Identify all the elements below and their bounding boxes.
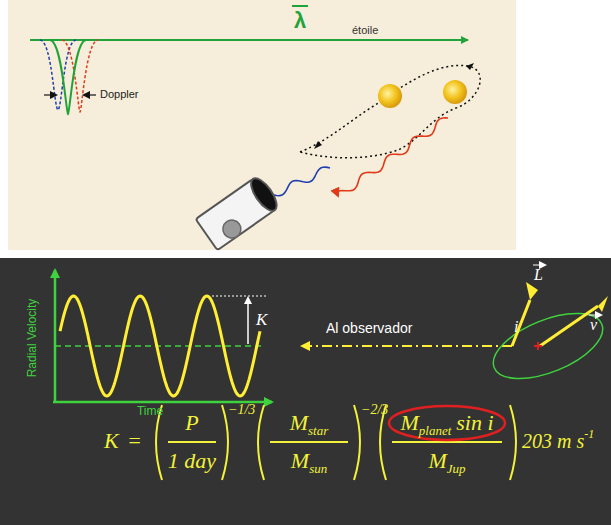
formula-symbol: M <box>291 448 309 473</box>
subscript: sun <box>309 462 327 477</box>
formula-symbol: planet <box>419 424 452 439</box>
formula-symbol: = <box>127 428 142 453</box>
velocity-head <box>598 296 608 312</box>
zero-line <box>55 345 262 347</box>
star <box>378 84 402 108</box>
vector-mark <box>589 315 601 316</box>
formula-term: MJup <box>428 448 465 473</box>
y-axis <box>54 270 57 402</box>
star <box>443 80 467 104</box>
formula-symbol: sin i <box>456 410 493 435</box>
amplitude-arrow <box>247 298 249 344</box>
superscript: -1 <box>584 428 594 442</box>
amplitude-label: K <box>256 310 267 330</box>
formula-symbol: M <box>400 410 418 435</box>
effect-label: Doppler <box>100 88 139 101</box>
highlight-ellipse: Mplanet sin i <box>387 404 507 442</box>
exponent: −2/3 <box>361 402 388 418</box>
velocity-curve <box>60 296 260 396</box>
formula-symbol: M <box>428 448 446 473</box>
star-mark <box>534 342 542 350</box>
line-of-sight <box>302 345 512 347</box>
doppler-arrow <box>84 94 96 95</box>
axis-title: Radial Velocity <box>26 299 40 378</box>
vector-label: v <box>590 316 597 334</box>
vector-label: L <box>534 266 543 284</box>
formula-term: Msun <box>291 448 327 473</box>
bottom-panel <box>0 258 611 525</box>
subscript: star <box>308 424 328 439</box>
formula-term: 203 m s-1 <box>522 430 594 453</box>
axis-symbol: λ <box>294 8 306 33</box>
amplitude-guide <box>212 296 266 297</box>
line-label: étoile <box>352 24 378 37</box>
formula-symbol: M <box>290 410 308 435</box>
subscript: Jup <box>447 462 466 477</box>
formula-term: 1 day <box>168 448 216 473</box>
axis-title: Time <box>137 405 163 419</box>
angular-momentum <box>512 300 530 346</box>
angle-label: i <box>514 318 518 336</box>
angular-momentum-head <box>526 282 538 300</box>
formula-strokes <box>156 405 516 480</box>
redshift-line <box>62 40 98 112</box>
direction-label: Al observador <box>326 320 412 336</box>
formula-term: Mstar <box>290 410 329 435</box>
vector-mark <box>533 265 545 266</box>
velocity-vector <box>540 306 598 346</box>
doppler-arrow <box>44 94 56 95</box>
formula-symbol: K <box>104 428 119 453</box>
telescope <box>196 174 282 250</box>
orbit-arrow <box>466 63 474 70</box>
exponent: −1/3 <box>228 402 255 418</box>
formula-term: P <box>185 410 198 435</box>
formula-symbol: 1 day <box>168 448 216 473</box>
formula-symbol: P <box>185 410 198 435</box>
hat-mark <box>292 5 308 7</box>
orbit-ellipse <box>484 300 611 392</box>
spectrum-line <box>30 39 468 41</box>
photon-wave <box>336 118 448 196</box>
orbit-arrow <box>314 141 322 149</box>
formula-unit: 203 m s <box>522 430 584 453</box>
orbit-path <box>300 65 480 157</box>
top-panel <box>8 0 516 250</box>
rest-line <box>50 40 86 114</box>
